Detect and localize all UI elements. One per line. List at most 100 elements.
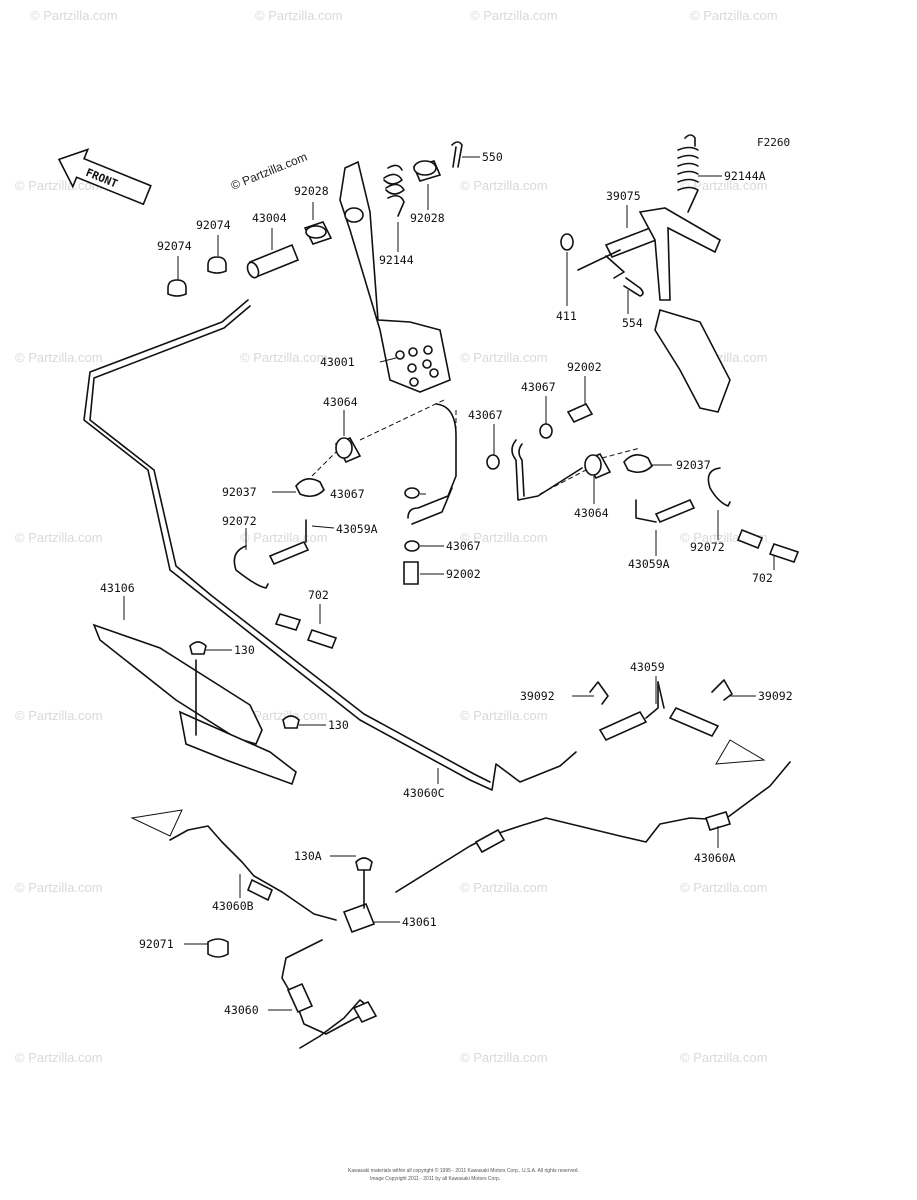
pedal-43001 xyxy=(339,160,451,393)
watermark: © Partzilla.com xyxy=(15,1050,103,1065)
watermark: © Partzilla.com xyxy=(30,8,118,23)
pin-550 xyxy=(451,141,463,168)
watermark: © Partzilla.com xyxy=(460,1050,548,1065)
hose-43059A-a xyxy=(268,540,310,566)
watermark: © Partzilla.com xyxy=(680,1050,768,1065)
watermark: © Partzilla.com xyxy=(240,708,328,723)
part-label: 92028 xyxy=(410,211,445,225)
hose-43059-right xyxy=(668,706,720,738)
washer-43067 xyxy=(404,540,420,552)
part-label: 550 xyxy=(482,150,503,164)
assembly-lines xyxy=(130,249,766,837)
watermark: © Partzilla.com xyxy=(460,880,548,895)
clip-92072-a xyxy=(233,545,269,589)
front-arrow-icon: FRONT xyxy=(57,148,152,206)
watermark: © Partzilla.com xyxy=(15,350,103,365)
part-label: 92074 xyxy=(196,218,231,232)
watermark: © Partzilla.com xyxy=(680,880,768,895)
cap-92074-a xyxy=(167,279,187,297)
spring-92144A xyxy=(677,134,699,213)
part-label: 43061 xyxy=(402,915,437,929)
part-label: 411 xyxy=(556,309,577,323)
part-label: 92002 xyxy=(446,567,481,581)
part-label: 43067 xyxy=(521,380,556,394)
part-label: 130 xyxy=(328,718,349,732)
diagram-code: F2260 xyxy=(757,136,790,149)
cap-92074-b xyxy=(207,256,227,274)
washer-43067 xyxy=(404,487,420,499)
part-label: 702 xyxy=(308,588,329,602)
sleeve-702-b xyxy=(736,528,764,550)
bolt-92002-a xyxy=(566,402,594,424)
pedal-pad xyxy=(654,308,731,413)
hose-43059-left xyxy=(598,710,648,742)
watermark: © Partzilla.com xyxy=(15,178,103,193)
part-label: 92144A xyxy=(724,169,766,183)
part-label: 43060B xyxy=(212,899,254,913)
watermark: © Partzilla.com xyxy=(15,708,103,723)
part-label: 130A xyxy=(294,849,322,863)
spring-92144 xyxy=(383,164,405,217)
part-label: 43067 xyxy=(468,408,503,422)
grommet-92071 xyxy=(207,938,229,958)
leader-lines xyxy=(123,156,775,1011)
watermark: © Partzilla.com xyxy=(255,8,343,23)
parts-layer xyxy=(83,134,800,1049)
part-label: 43001 xyxy=(320,355,355,369)
copyright-line: Image Copyright 2011 - 2011 by all Kawas… xyxy=(370,1176,500,1182)
pin-554 xyxy=(623,277,644,297)
part-label: 92002 xyxy=(567,360,602,374)
part-label: 43064 xyxy=(323,395,358,409)
line-right-upper xyxy=(511,439,583,501)
watermark: © Partzilla.com xyxy=(470,8,558,23)
part-label: 92072 xyxy=(690,540,725,554)
sleeve-702-a xyxy=(274,613,302,631)
part-label: 39092 xyxy=(758,689,793,703)
part-label: 43059 xyxy=(630,660,665,674)
washer-43067 xyxy=(539,423,553,439)
watermark: © Partzilla.com xyxy=(680,178,768,193)
part-label: 43064 xyxy=(574,506,609,520)
watermark: © Partzilla.com xyxy=(240,350,328,365)
watermark: © Partzilla.com xyxy=(460,530,548,545)
washer-411 xyxy=(560,233,574,251)
lever-43106 xyxy=(92,623,263,745)
part-label: 92037 xyxy=(222,485,257,499)
part-label: 92037 xyxy=(676,458,711,472)
clamp-92037-a xyxy=(295,478,325,498)
part-label: 43060A xyxy=(694,851,736,865)
joint-43061 xyxy=(342,902,376,934)
part-label: 43060 xyxy=(224,1003,259,1017)
cable-43060A xyxy=(395,761,791,893)
part-label: 43059A xyxy=(628,557,670,571)
part-label: 92071 xyxy=(139,937,174,951)
watermark: © Partzilla.com xyxy=(240,530,328,545)
part-label: 43067 xyxy=(330,487,365,501)
part-label: 43060C xyxy=(403,786,445,800)
copyright-line: Kawasaki materials within all copyright … xyxy=(348,1167,579,1174)
cable-43060C xyxy=(83,299,577,791)
watermark: © Partzilla.com xyxy=(690,8,778,23)
clip-92072-b xyxy=(707,467,731,507)
watermark: © Partzilla.com xyxy=(460,178,548,193)
clamp-92037-b xyxy=(623,454,653,474)
watermark-layer: © Partzilla.com © Partzilla.com © Partzi… xyxy=(15,8,778,1065)
bolt-130-a xyxy=(189,641,207,655)
part-label: 43059A xyxy=(336,522,378,536)
part-label: 92072 xyxy=(222,514,257,528)
part-label: 39092 xyxy=(520,689,555,703)
part-label: 43067 xyxy=(446,539,481,553)
watermark: © Partzilla.com xyxy=(15,880,103,895)
part-label: 92028 xyxy=(294,184,329,198)
part-label: 92144 xyxy=(379,253,414,267)
part-label: 702 xyxy=(752,571,773,585)
part-labels: 550 92144A 92028 92028 43004 92074 92074… xyxy=(100,150,793,1017)
part-label: 554 xyxy=(622,316,643,330)
hose-43059A-b xyxy=(654,498,696,524)
part-label: 43106 xyxy=(100,581,135,595)
clip-39092-b xyxy=(711,679,733,701)
bolt-130-b xyxy=(282,715,300,729)
watermark: © Partzilla.com xyxy=(15,530,103,545)
part-label: 39075 xyxy=(606,189,641,203)
